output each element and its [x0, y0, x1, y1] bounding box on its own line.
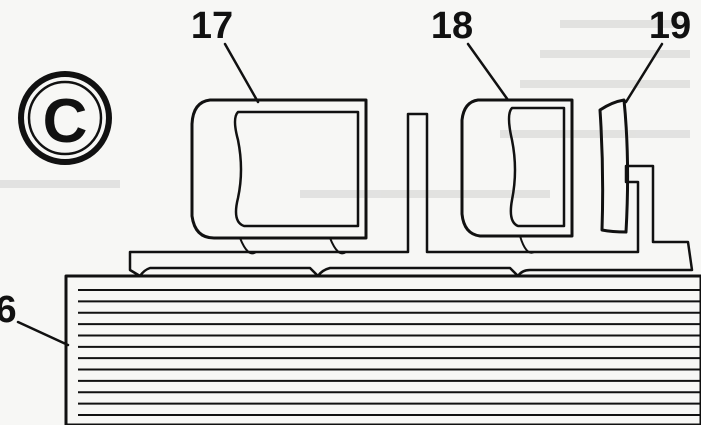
callout-19: 19	[649, 5, 691, 47]
panel-label: C	[43, 87, 88, 156]
stack-base	[64, 274, 701, 425]
carrier-rail	[128, 112, 694, 278]
leader-line-19	[624, 42, 664, 104]
leader-line-18	[466, 42, 510, 102]
leader-line-6	[16, 320, 70, 347]
callout-6: 6	[0, 289, 17, 331]
panel-label-badge: C	[18, 71, 112, 165]
part-17	[190, 98, 368, 255]
callout-18: 18	[431, 5, 473, 47]
leader-lines	[16, 42, 664, 347]
part-19	[598, 98, 630, 234]
stack-lines	[78, 289, 701, 416]
callout-17: 17	[191, 5, 233, 47]
part-18	[460, 98, 574, 254]
background-texture	[0, 20, 690, 198]
leader-line-17	[223, 42, 260, 104]
